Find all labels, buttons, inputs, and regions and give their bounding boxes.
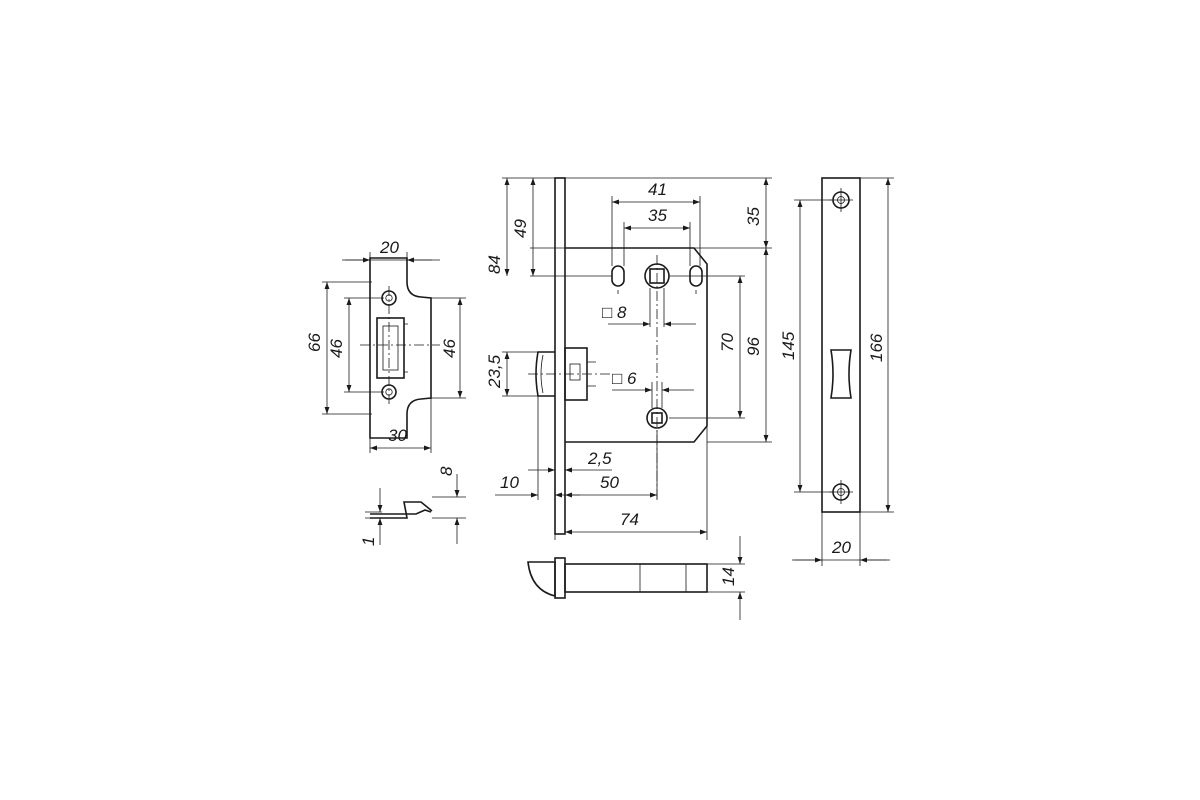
dim-lock-small-square: □ 6 <box>612 369 637 388</box>
dim-lock-slot-outer: 41 <box>648 180 667 199</box>
dim-strike-width: 20 <box>379 238 399 257</box>
dim-lock-latch-height: 23,5 <box>485 354 504 389</box>
dim-lock-body-depth: 74 <box>620 510 639 529</box>
dim-faceplate-hole-spacing: 145 <box>779 331 798 360</box>
dim-strike-inner-spacing: 46 <box>440 339 459 358</box>
dim-lock-body-height: 96 <box>744 337 763 356</box>
dim-lock-top-right: 35 <box>744 207 763 226</box>
dim-lock-faceplate-gap: 10 <box>500 473 519 492</box>
dim-strike-depth: 30 <box>388 426 407 445</box>
dim-lock-handle-height: 84 <box>485 255 504 274</box>
strike-plate-side-view: 1 8 <box>359 466 466 546</box>
dim-faceplate-width: 20 <box>831 538 851 557</box>
strike-plate-front-view <box>360 257 440 439</box>
dim-strike-lip: 8 <box>437 466 456 476</box>
dim-lock-slot-inner: 35 <box>648 206 667 225</box>
lock-body-dimensions: 84 49 23,5 2,5 10 50 74 41 35 <box>485 177 772 540</box>
latch-bolt-top-view: 14 <box>527 536 745 620</box>
dim-lock-faceplate-thickness: 2,5 <box>587 449 612 468</box>
dim-strike-height: 66 <box>305 333 324 352</box>
faceplate-side-view <box>821 177 861 513</box>
dim-latch-bolt-thickness: 14 <box>719 567 738 586</box>
dim-strike-hole-spacing: 46 <box>327 339 346 358</box>
dim-lock-top-offset: 49 <box>511 219 530 238</box>
dim-lock-backset: 50 <box>600 473 619 492</box>
dim-faceplate-height: 166 <box>867 333 886 362</box>
strike-plate-dimensions: 20 66 46 46 30 <box>305 238 466 453</box>
dim-lock-spindle-square: □ 8 <box>602 303 627 322</box>
dim-strike-thickness: 1 <box>359 537 378 546</box>
faceplate-dimensions: 145 166 20 <box>779 177 894 566</box>
dim-lock-center-distance: 70 <box>718 333 737 352</box>
